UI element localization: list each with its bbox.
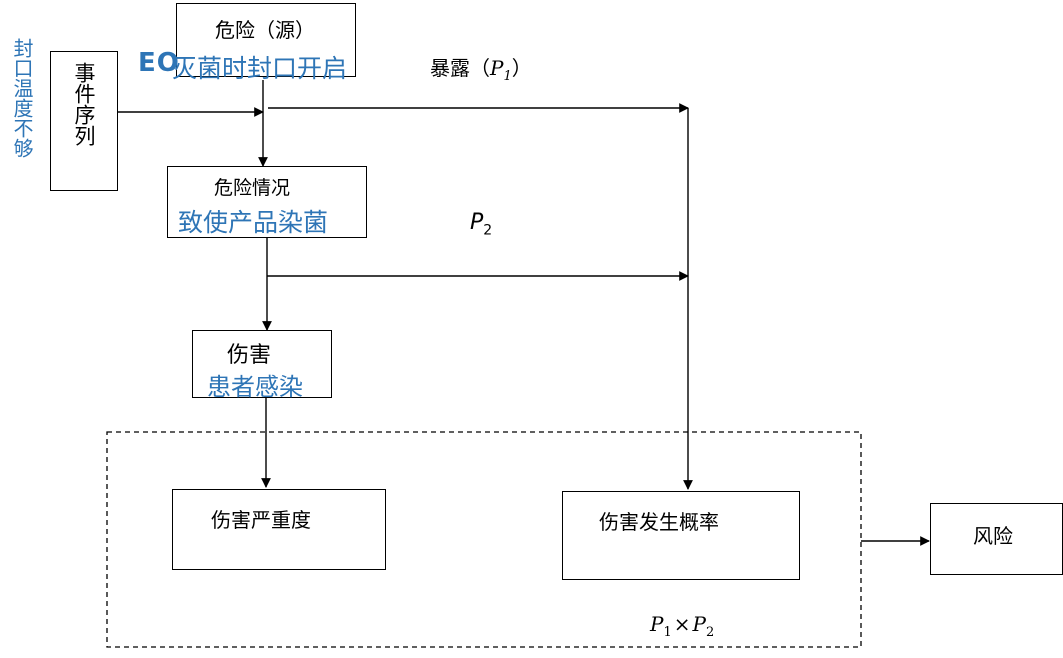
hazard-source-note: 灭菌时封口开启	[172, 54, 348, 83]
probability-box: 伤害发生概率	[562, 491, 800, 580]
hazardous-situation-box: 危险情况 致使产品染菌	[167, 166, 367, 238]
harm-note: 患者感染	[207, 373, 303, 401]
risk-formula: P1×P2	[650, 612, 715, 640]
severity-label: 伤害严重度	[211, 508, 311, 532]
hazard-source-box: 危险（源）	[176, 3, 356, 77]
hazard-source-label: 危险（源）	[215, 18, 315, 42]
severity-box: 伤害严重度	[172, 489, 386, 570]
harm-box: 伤害 患者感染	[192, 330, 332, 401]
event-sequence-box: 事件序列	[50, 51, 118, 191]
exposure-label: 暴露（P1）	[430, 56, 532, 84]
probability-label: 伤害发生概率	[599, 510, 719, 534]
p2-label: P2	[470, 210, 493, 239]
harm-label: 伤害	[227, 343, 272, 368]
dashed-group-frame	[106, 431, 862, 648]
risk-box: 风险	[930, 503, 1063, 575]
hazard-source-note-prefix: EO	[138, 48, 180, 78]
event-sequence-note: 封口温度不够	[10, 38, 34, 158]
hazardous-situation-note: 致使产品染菌	[178, 208, 329, 237]
hazardous-situation-label: 危险情况	[214, 177, 291, 199]
event-sequence-label: 事件序列	[72, 62, 96, 146]
risk-label: 风险	[973, 524, 1013, 548]
